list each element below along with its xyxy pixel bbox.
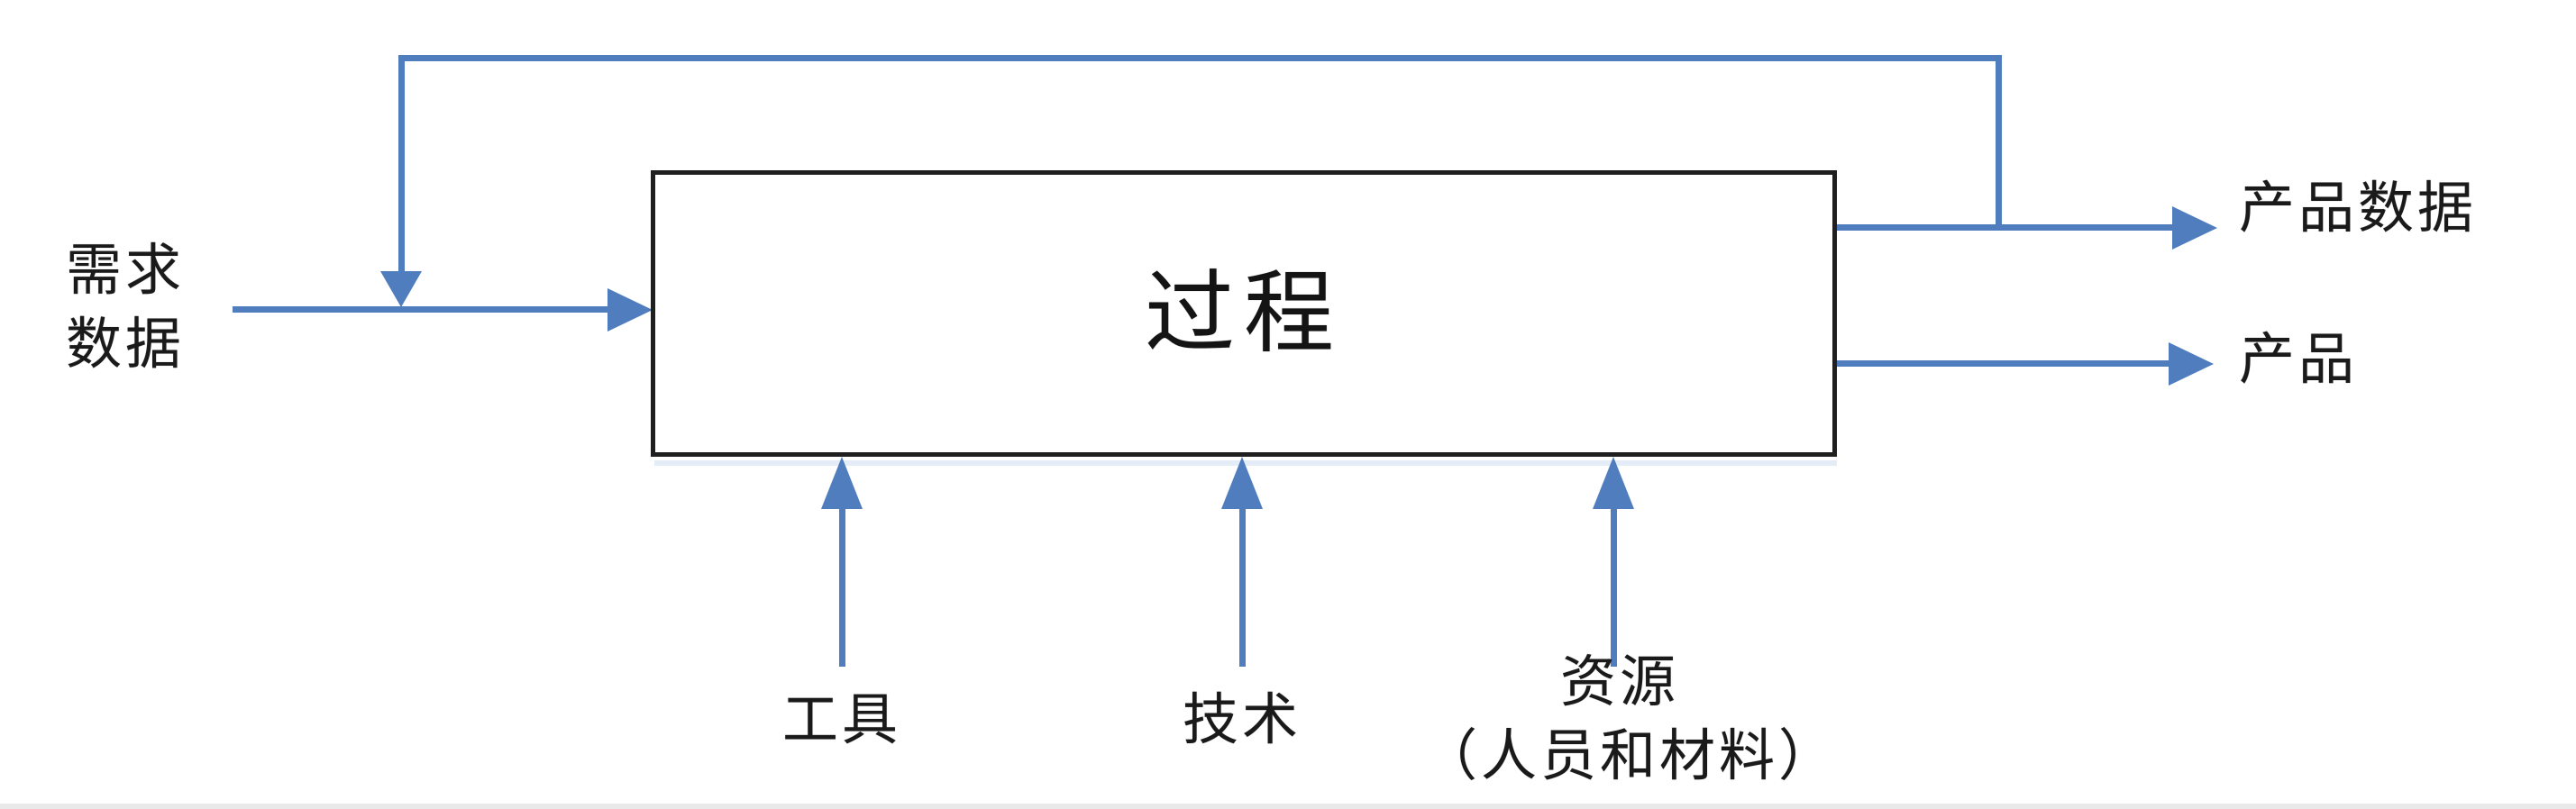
bottom-edge-strip (0, 804, 2576, 809)
tools-arrowhead-up-icon (821, 457, 863, 509)
feedback-arrowhead-down-icon (380, 271, 422, 307)
feedback-line-left (398, 55, 405, 273)
input-label-line2: 数据 (65, 314, 185, 376)
resources-arrowhead-up-icon (1593, 457, 1634, 509)
resources-label: 资源 （人员和材料） (1421, 646, 1839, 794)
feedback-line-right (1996, 55, 2002, 231)
resources-label-line2: （人员和材料） (1421, 725, 1839, 787)
tools-label: 工具 (781, 689, 901, 751)
resources-arrow-line (1611, 507, 1617, 667)
output-line-product (1837, 360, 2169, 367)
input-arrow-line (233, 306, 607, 313)
output-arrowhead-product-icon (2169, 342, 2214, 386)
output-line-product-data (1837, 224, 2172, 231)
techniques-arrowhead-up-icon (1221, 457, 1263, 509)
output-label-product-data: 产品数据 (2239, 177, 2478, 240)
output-arrowhead-product-data-icon (2172, 206, 2217, 250)
output-label-product: 产品 (2239, 329, 2359, 391)
feedback-line-top (398, 55, 2002, 61)
input-label: 需求 数据 (35, 234, 215, 382)
techniques-label: 技术 (1182, 689, 1302, 751)
techniques-arrow-line (1239, 507, 1246, 667)
tools-arrow-line (839, 507, 845, 667)
input-arrowhead-right-icon (607, 288, 653, 332)
process-box: 过程 (651, 170, 1837, 457)
resources-label-line1: 资源 (1559, 651, 1679, 714)
input-label-line1: 需求 (65, 240, 185, 302)
process-box-label: 过程 (1145, 263, 1343, 364)
